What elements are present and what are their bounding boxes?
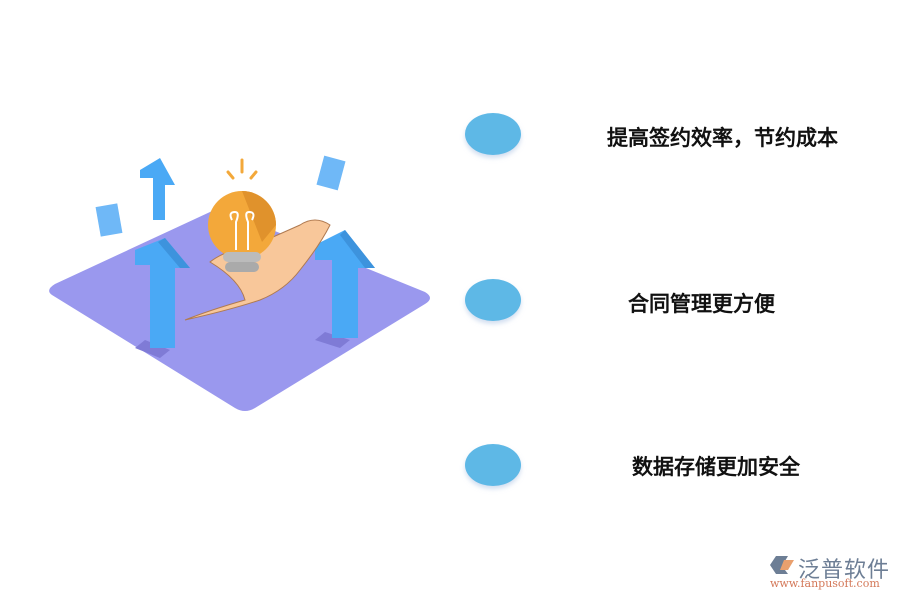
feature-item-2: 合同管理更方便 [0, 279, 900, 329]
brand-mark-icon [770, 556, 794, 574]
brand-name: 泛普软件 [798, 558, 891, 583]
hero-illustration [40, 150, 440, 420]
feature-label: 数据存储更加安全 [632, 455, 800, 479]
feature-label: 合同管理更方便 [628, 292, 775, 316]
brand-logo: 泛普软件 www.fanpusoft.com [770, 552, 895, 592]
bullet-dot [465, 279, 521, 321]
brand-url: www.fanpusoft.com [770, 577, 880, 590]
feature-item-3: 数据存储更加安全 [0, 444, 900, 494]
feature-label: 提高签约效率，节约成本 [607, 126, 838, 150]
bullet-dot [465, 444, 521, 486]
bullet-dot [465, 113, 521, 155]
feature-item-1: 提高签约效率，节约成本 [0, 113, 900, 163]
